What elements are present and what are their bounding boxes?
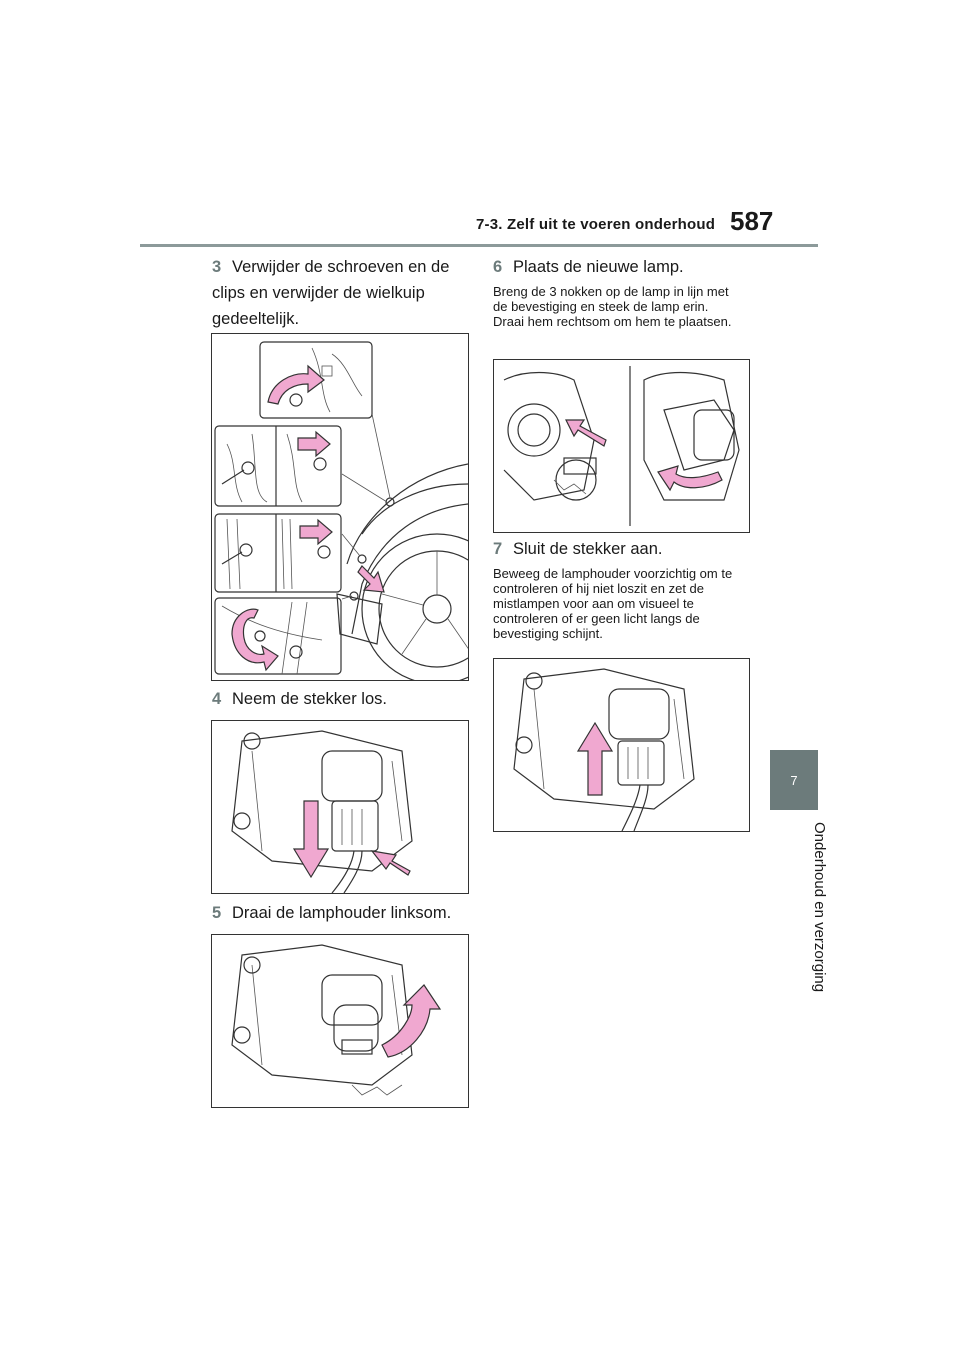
figure-disconnect-connector bbox=[211, 720, 469, 894]
figure-wheel-well-removal bbox=[211, 333, 469, 681]
section-title: 7-3. Zelf uit te voeren onderhoud bbox=[476, 216, 716, 233]
step-7-note: Beweeg de lamphouder voorzichtig om te c… bbox=[493, 566, 733, 641]
step-text: Plaats de nieuwe lamp. bbox=[513, 258, 684, 276]
step-6: 6 Plaats de nieuwe lamp. bbox=[493, 254, 753, 280]
step-text: Sluit de stekker aan. bbox=[513, 540, 663, 558]
figure-insert-bulb bbox=[493, 359, 750, 533]
step-number: 4 bbox=[212, 690, 222, 708]
chapter-title: Onderhoud en verzorging bbox=[811, 822, 828, 993]
step-number: 7 bbox=[493, 540, 503, 558]
step-text: Neem de stekker los. bbox=[232, 690, 387, 708]
step-7: 7 Sluit de stekker aan. bbox=[493, 536, 753, 562]
step-text: Verwijder de schroeven en de clips en ve… bbox=[212, 258, 450, 328]
header-divider bbox=[140, 244, 818, 247]
step-number: 3 bbox=[212, 258, 222, 276]
step-4: 4 Neem de stekker los. bbox=[212, 686, 467, 712]
page-number: 587 bbox=[730, 206, 774, 236]
chapter-tab[interactable]: 7 bbox=[770, 750, 818, 810]
figure-connect-connector bbox=[493, 658, 750, 832]
figure-rotate-holder bbox=[211, 934, 469, 1108]
step-5: 5 Draai de lamphouder linksom. bbox=[212, 900, 467, 926]
step-number: 5 bbox=[212, 904, 222, 922]
step-text: Draai de lamphouder linksom. bbox=[232, 904, 452, 922]
step-6-note: Breng de 3 nokken op de lamp in lijn met… bbox=[493, 284, 732, 329]
chapter-number: 7 bbox=[790, 772, 798, 788]
step-number: 6 bbox=[493, 258, 503, 276]
